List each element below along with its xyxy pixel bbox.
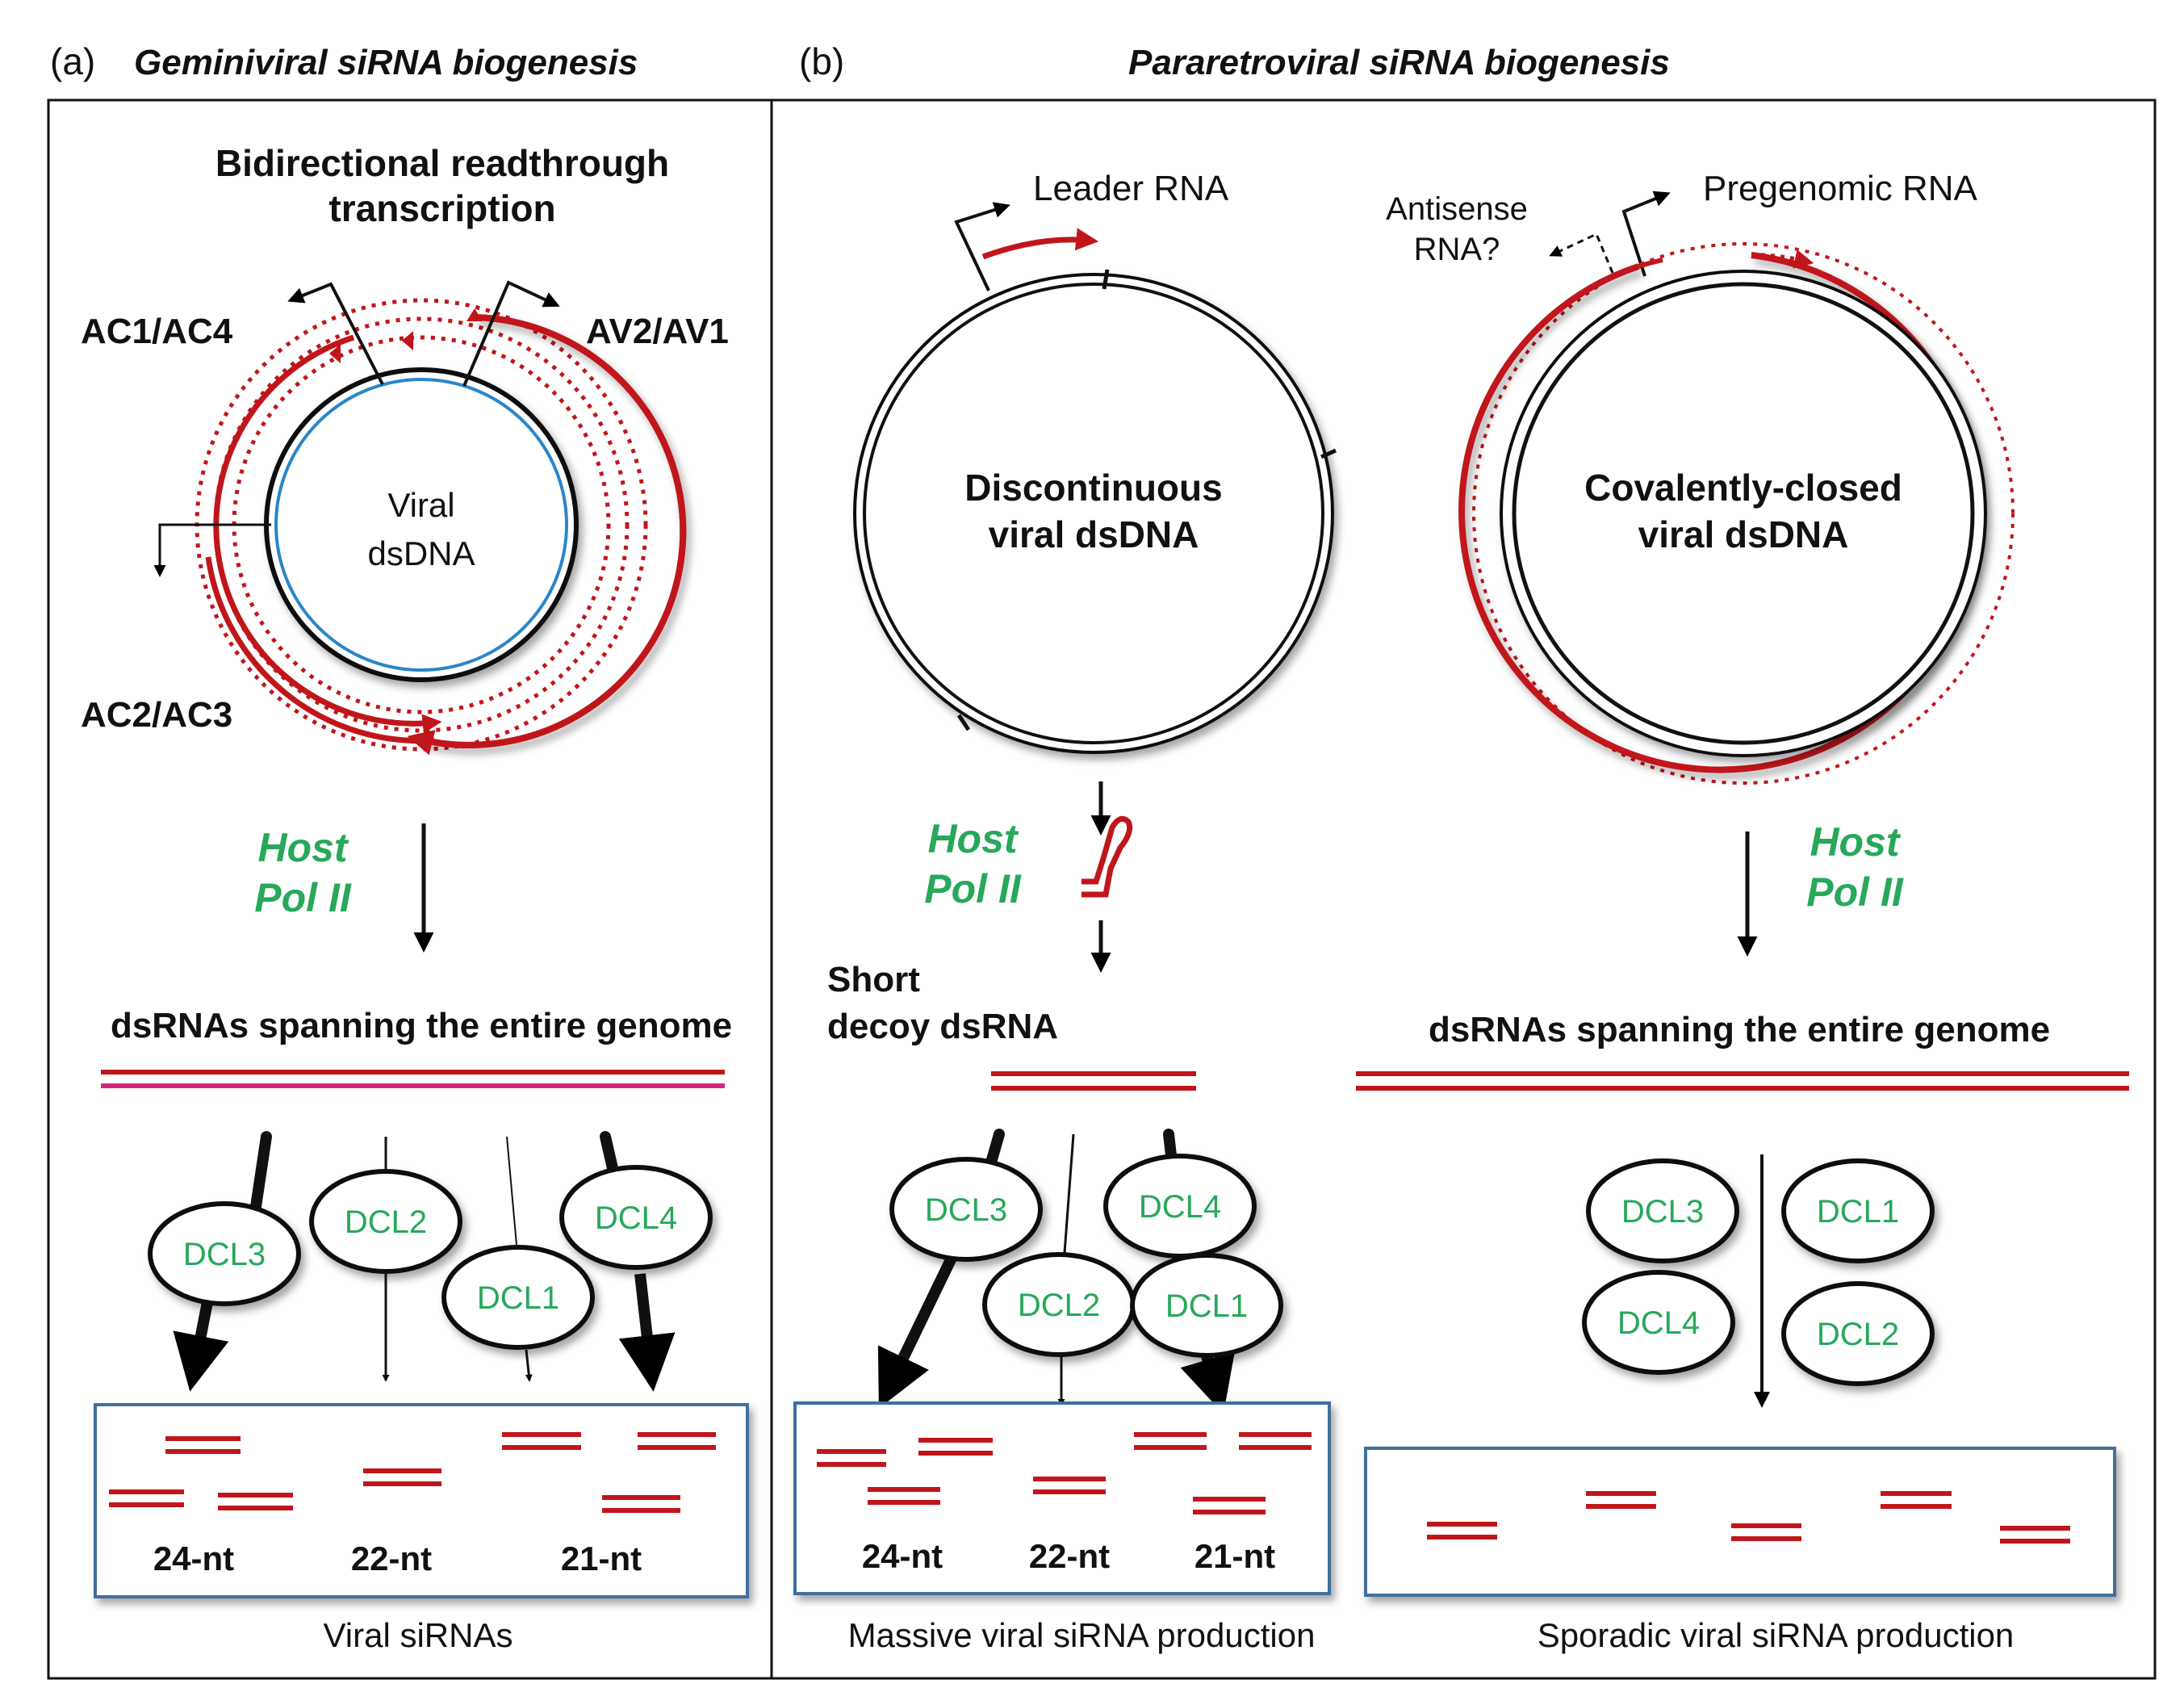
- decoy-dsrna-bar: [991, 1071, 1196, 1091]
- dcl3-c-label: DCL3: [1621, 1194, 1704, 1230]
- transcription-label-2: transcription: [328, 187, 555, 229]
- gene-av2-av1: AV2/AV1: [586, 312, 729, 351]
- leader-promoter: [954, 202, 1010, 291]
- dsrna-label-a: dsRNAs spanning the entire genome: [111, 1006, 732, 1045]
- host-label-c-2: Pol II: [1806, 869, 1904, 915]
- dcl2-c-label: DCL2: [1817, 1317, 1899, 1352]
- dcl3-c: [1586, 1158, 1739, 1263]
- host-label-a-2: Pol II: [254, 875, 352, 920]
- panel-a-title: Geminiviral siRNA biogenesis: [134, 43, 638, 82]
- dcl2-a: [309, 1169, 462, 1274]
- dcl4-a-label: DCL4: [595, 1200, 677, 1236]
- dcl3-a-label: DCL3: [183, 1237, 266, 1272]
- pregenomic-promoter: [1621, 191, 1671, 277]
- closed-genome: [1458, 242, 2015, 785]
- caption-c: Sporadic viral siRNA production: [1538, 1616, 2015, 1654]
- dsrna-label-c: dsRNAs spanning the entire genome: [1429, 1010, 2050, 1049]
- dcl4-b-label: DCL4: [1139, 1189, 1221, 1225]
- decoy-label-2: decoy dsRNA: [827, 1007, 1058, 1046]
- size-22nt-b: 22-nt: [1029, 1537, 1110, 1575]
- leader-rna-label: Leader RNA: [1033, 169, 1229, 208]
- dcl1-a: [441, 1245, 595, 1350]
- circle-label-1: Viral: [387, 486, 454, 524]
- host-label-a-1: Host: [257, 825, 349, 870]
- host-label-b-1: Host: [927, 816, 1019, 861]
- size-24nt-b: 24-nt: [862, 1537, 943, 1575]
- caption-b: Massive viral siRNA production: [848, 1616, 1316, 1654]
- host-label-c-1: Host: [1810, 819, 1901, 865]
- dcl3-b-label: DCL3: [925, 1192, 1007, 1228]
- closed-label-2: viral dsDNA: [1638, 513, 1849, 555]
- size-21nt-b: 21-nt: [1195, 1537, 1275, 1575]
- dcl2-b-label: DCL2: [1018, 1288, 1100, 1323]
- sirna-duplexes-c: [1427, 1491, 2070, 1544]
- dsrna-bar-c: [1356, 1071, 2129, 1091]
- antisense-label-2: RNA?: [1414, 232, 1500, 267]
- leader-rna-arc: [981, 228, 1099, 260]
- panel-b-title: Pararetroviral siRNA biogenesis: [1128, 43, 1670, 82]
- dcl3-a: [148, 1201, 301, 1306]
- dcl1-c: [1781, 1158, 1935, 1263]
- dcl1-b: [1130, 1253, 1283, 1358]
- sirna-duplexes-a: [109, 1432, 716, 1513]
- size-24nt-a: 24-nt: [153, 1540, 234, 1577]
- panel-a-letter: (a): [50, 40, 95, 82]
- host-label-b-2: Pol II: [924, 866, 1022, 911]
- antisense-label-1: Antisense: [1386, 191, 1528, 227]
- circle-label-2: dsDNA: [367, 534, 475, 572]
- dcl3-b: [889, 1157, 1043, 1262]
- geminivirus-genome: [153, 280, 687, 756]
- size-21nt-a: 21-nt: [561, 1540, 642, 1577]
- caption-a: Viral siRNAs: [324, 1616, 513, 1654]
- gene-ac2-ac3: AC2/AC3: [81, 695, 232, 735]
- panel-b-letter: (b): [799, 40, 844, 82]
- dcl-arrows-a: [173, 1131, 676, 1392]
- dcl4-a: [559, 1165, 713, 1270]
- decoy-label-1: Short: [827, 960, 920, 999]
- hairpin-rna: [1082, 815, 1133, 898]
- dcl1-c-label: DCL1: [1817, 1194, 1899, 1230]
- dcl4-c: [1582, 1270, 1735, 1375]
- discontinuous-genome: [853, 269, 1337, 754]
- dcl1-a-label: DCL1: [477, 1280, 559, 1316]
- pregenomic-rna-label: Pregenomic RNA: [1703, 169, 1978, 208]
- disc-label-1: Discontinuous: [964, 467, 1222, 509]
- gene-ac1-ac4: AC1/AC4: [81, 312, 233, 351]
- dsrna-bar-a: [101, 1070, 725, 1088]
- panel-b-frame: [770, 98, 2157, 1680]
- disc-label-2: viral dsDNA: [989, 513, 1199, 555]
- closed-label-1: Covalently-closed: [1584, 467, 1902, 509]
- antisense-promoter: [1549, 232, 1614, 274]
- transcription-label-1: Bidirectional readthrough: [215, 142, 669, 184]
- dcl1-b-label: DCL1: [1165, 1288, 1248, 1324]
- sirna-duplexes-b: [817, 1432, 1312, 1514]
- dcl-enzymes-b: DCL3 DCL4 DCL2 DCL1: [889, 1154, 1283, 1358]
- dcl-enzymes-a: DCL3 DCL2 DCL1 DCL4: [148, 1165, 713, 1350]
- dcl-arrows-b: [877, 1129, 1235, 1414]
- dcl2-a-label: DCL2: [345, 1204, 427, 1240]
- dcl4-c-label: DCL4: [1617, 1305, 1700, 1341]
- dcl-enzymes-c: DCL3 DCL1 DCL4 DCL2: [1582, 1158, 1935, 1386]
- dcl2-c: [1781, 1281, 1935, 1386]
- size-22nt-a: 22-nt: [351, 1540, 432, 1577]
